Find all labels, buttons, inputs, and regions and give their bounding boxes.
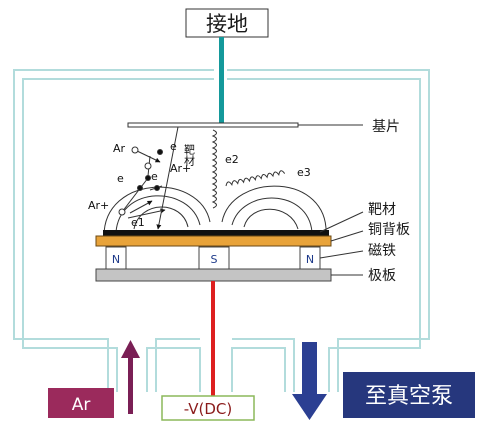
vacuum-chamber: [13, 69, 430, 392]
e1-label: e1: [131, 216, 145, 229]
dc-supply-label: -V(DC): [184, 400, 233, 418]
e-lower-label: e: [151, 170, 158, 183]
ar-top-label: Ar: [113, 142, 126, 155]
substrate: [127, 122, 299, 128]
particle-markers: [118, 146, 163, 216]
magnet-right-pole: N: [306, 253, 314, 266]
ar-inlet-label: Ar: [72, 395, 91, 415]
substrate-label: 基片: [372, 118, 400, 135]
e2-label: e2: [225, 153, 239, 166]
magnet-center-pole: S: [211, 253, 218, 266]
magnet-label: 磁铁: [368, 243, 396, 259]
e-mid-label: e: [117, 172, 124, 185]
copper-backing-plate: [95, 235, 332, 247]
magnet-left-pole: N: [112, 253, 120, 266]
pole-plate-label: 极板: [368, 268, 396, 284]
pole-plate: [95, 268, 332, 282]
copper-backing-label: 铜背板: [368, 222, 410, 238]
vacuum-pump-label: 至真空泵: [365, 384, 453, 409]
dc-wire: [211, 281, 215, 399]
electron-e2-path: [211, 129, 217, 209]
label-leaders: [319, 211, 364, 276]
target-label: 靶材: [368, 202, 396, 218]
target-vertical-label: 靶材: [183, 144, 196, 166]
dc-supply-box: [161, 395, 255, 421]
ar-plus-left-label: Ar+: [88, 199, 109, 212]
target: [103, 230, 329, 236]
ground-label-box: [185, 8, 269, 38]
particle-cascade: [121, 126, 179, 230]
e-top-label: e: [170, 140, 177, 153]
ar-inlet-arrow: [121, 340, 140, 414]
ground-wire: [219, 37, 224, 124]
e3-label: e3: [297, 166, 311, 179]
magnetic-field-lines: [103, 185, 327, 237]
vacuum-pump-box: [343, 372, 475, 418]
pump-arrow: [292, 342, 327, 420]
electron-e3-path: [225, 170, 286, 187]
magnets: N S N: [105, 246, 321, 270]
ar-inlet-box: [48, 388, 114, 418]
ar-plus-mid-label: Ar+: [170, 162, 191, 175]
ground-label: 接地: [206, 12, 248, 36]
